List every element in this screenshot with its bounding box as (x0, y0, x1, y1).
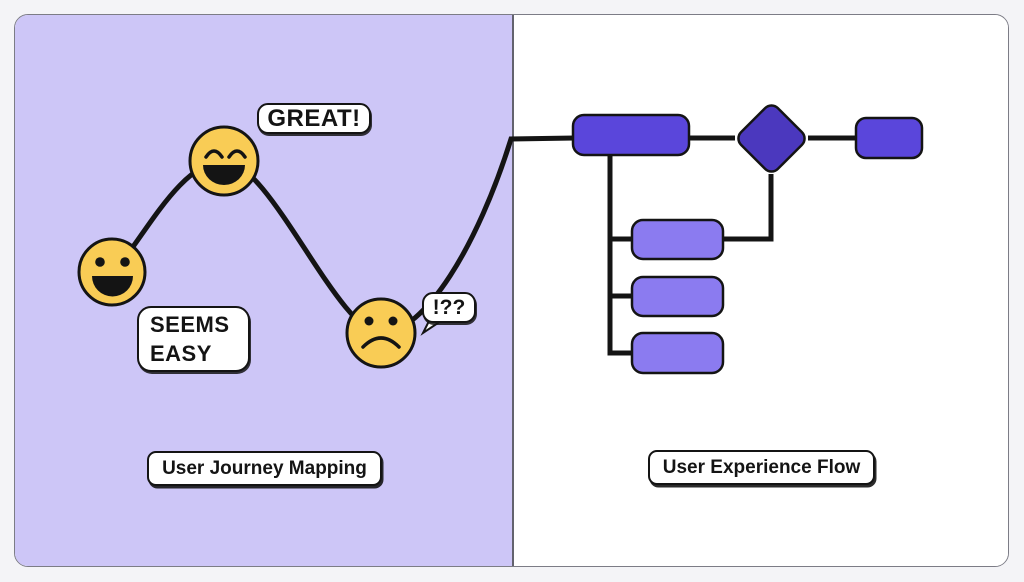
seems-easy-label: SEEMS EASY (137, 306, 250, 372)
great-speech-bubble-text: GREAT! (267, 104, 361, 132)
journey-caption: User Journey Mapping (147, 451, 382, 486)
confused-speech-bubble-text: !?? (432, 295, 466, 319)
flow-caption-text: User Experience Flow (662, 456, 861, 478)
journey-caption-text: User Journey Mapping (162, 457, 367, 479)
great-speech-bubble: GREAT! (257, 103, 371, 134)
seems-easy-line1: SEEMS (150, 312, 230, 337)
confused-speech-bubble: !?? (422, 292, 476, 323)
flow-caption: User Experience Flow (648, 450, 875, 485)
panel-divider (512, 15, 514, 566)
seems-easy-line2: EASY (150, 341, 212, 366)
